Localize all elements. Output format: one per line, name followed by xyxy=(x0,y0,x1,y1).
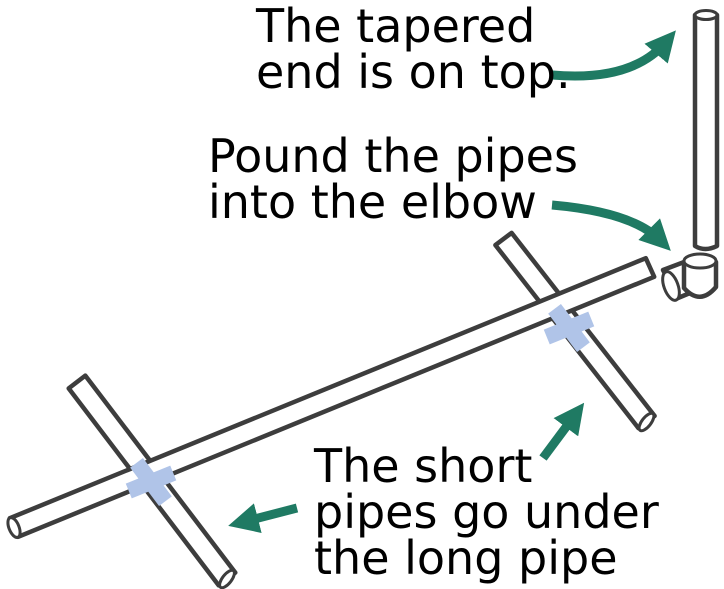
tape-cross-right xyxy=(543,304,595,352)
label-tapered-end: The tapered end is on top. xyxy=(256,3,571,95)
pipe-end xyxy=(6,516,22,539)
label-line: The tapered xyxy=(256,0,536,53)
pipe-end xyxy=(637,411,656,433)
elbow-socket-side xyxy=(661,270,681,302)
vertical-pipe xyxy=(692,9,720,252)
label-line: end is on top. xyxy=(256,45,571,99)
label-line: pipes go under xyxy=(314,485,659,539)
label-line: Pound the pipes xyxy=(208,129,578,183)
label-pound-pipes: Pound the pipes into the elbow xyxy=(208,133,578,225)
label-line: into the elbow xyxy=(208,175,537,229)
label-line: The short xyxy=(314,439,533,493)
elbow-fitting xyxy=(660,252,719,302)
tape-cross-left xyxy=(125,458,177,506)
label-line: the long pipe xyxy=(314,531,618,585)
elbow-socket xyxy=(682,252,718,270)
arrow-pound-pipes xyxy=(551,200,671,251)
pipe-end xyxy=(218,568,236,589)
label-short-pipes: The short pipes go under the long pipe xyxy=(314,443,659,581)
long-pipe xyxy=(6,255,657,540)
arrow-tapered-end xyxy=(551,30,676,81)
arrow-short-pipe-right xyxy=(539,402,585,461)
arrow-short-pipe-left xyxy=(228,503,299,533)
tapered-end xyxy=(693,9,719,21)
